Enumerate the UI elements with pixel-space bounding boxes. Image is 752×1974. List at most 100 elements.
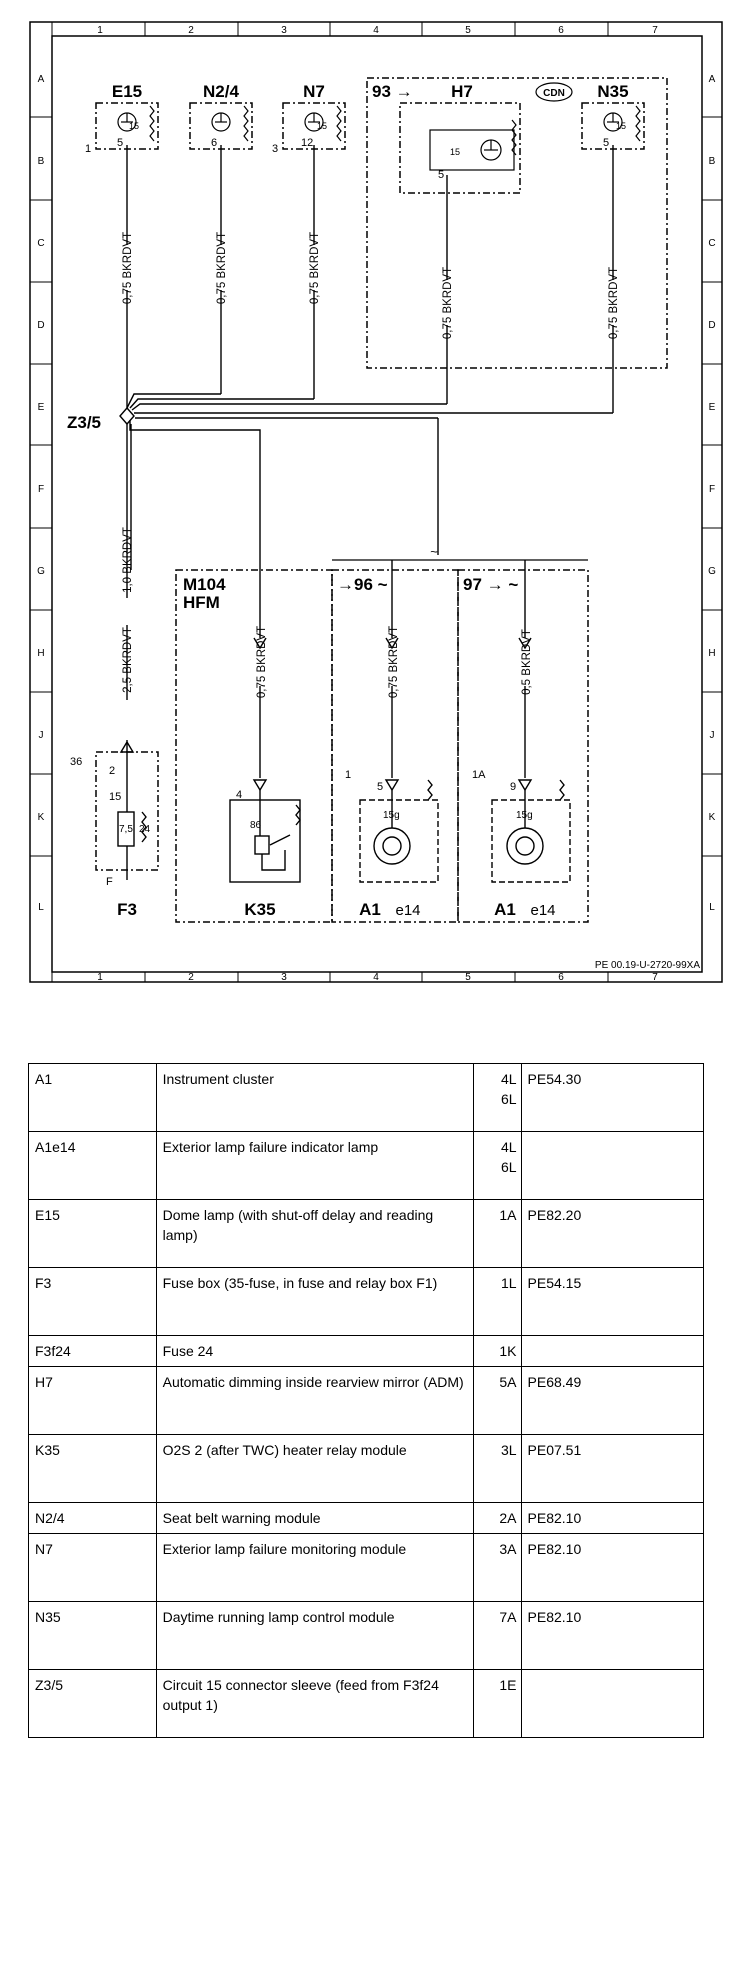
col-label: 4 <box>373 972 379 983</box>
legend-loc-cell: 1A <box>473 1199 522 1268</box>
group-97-ref: 97 → ~ <box>463 575 518 594</box>
wire-label: 0,75 BKRDVT <box>122 232 134 304</box>
col-label: 2 <box>188 25 194 36</box>
wire-label: 2,5 BKRDVT <box>122 627 134 693</box>
pin-label: 5 <box>377 781 383 793</box>
legend-ref-cell: PE54.30 <box>520 1063 705 1132</box>
m104-label: M104 <box>183 575 226 594</box>
pin-label: 15g <box>516 810 533 821</box>
pin-label: 36 <box>70 756 82 768</box>
column-labels-bottom: 1 2 3 4 5 6 7 <box>97 972 658 983</box>
doc-id: PE 00.19-U-2720-99XA <box>595 960 700 971</box>
pin-label: 15g <box>383 810 400 821</box>
e15-label: E15 <box>112 82 142 101</box>
row-label: D <box>37 320 44 331</box>
legend-desc-cell: Fuse box (35-fuse, in fuse and relay box… <box>155 1267 475 1336</box>
legend-code-cell: N35 <box>28 1601 157 1670</box>
can-badge-label: CDN <box>543 88 565 99</box>
wires-bottom <box>119 525 533 792</box>
legend-desc-cell: Exterior lamp failure monitoring module <box>155 1533 475 1602</box>
legend-desc-cell: Circuit 15 connector sleeve (feed from F… <box>155 1669 475 1738</box>
pin-label: 6 <box>211 137 217 149</box>
row-label: B <box>709 156 716 167</box>
row-label: G <box>708 566 716 577</box>
h7-ref: 93 → <box>372 82 413 101</box>
k35-label: K35 <box>244 900 275 919</box>
legend-desc-cell: Automatic dimming inside rearview mirror… <box>155 1366 475 1435</box>
pins-top: 5 15 1 6 12 15 3 15 5 5 15 <box>85 121 626 181</box>
pin-label: 1A <box>472 769 486 781</box>
row-label: J <box>39 730 44 741</box>
pin-label: 15 <box>109 791 121 803</box>
col-label: 6 <box>558 972 564 983</box>
row-label: H <box>708 648 715 659</box>
pin-label: 1 <box>85 143 91 155</box>
legend-code-cell: F3 <box>28 1267 157 1336</box>
legend-desc-cell: O2S 2 (after TWC) heater relay module <box>155 1434 475 1503</box>
row-label: C <box>708 238 715 249</box>
legend-code-cell: N2/4 <box>28 1502 157 1534</box>
wire-labels-top: 0,75 BKRDVT 0,75 BKRDVT 0,75 BKRDVT 0,75… <box>122 232 620 693</box>
legend-code-cell: A1e14 <box>28 1131 157 1200</box>
row-label: F <box>709 484 715 495</box>
pin-label: F <box>106 876 113 888</box>
row-label: C <box>37 238 44 249</box>
f3-internals <box>117 782 147 880</box>
legend-code-cell: N7 <box>28 1533 157 1602</box>
wire-label: 0,75 BKRDVT <box>388 626 400 698</box>
component-boxes-top <box>95 77 668 369</box>
row-label: G <box>37 566 45 577</box>
row-label: L <box>709 902 715 913</box>
legend-code-cell: A1 <box>28 1063 157 1132</box>
n24-box <box>189 102 253 150</box>
z35-label: Z3/5 <box>67 413 101 432</box>
wire-label: 1,0 BKRDVT <box>122 527 134 593</box>
can-badge <box>535 82 573 102</box>
pin-label: 5 <box>117 137 123 149</box>
legend-code-cell: F3f24 <box>28 1335 157 1367</box>
legend-code-cell: K35 <box>28 1434 157 1503</box>
row-labels-left: A B C D E F G H J K L <box>37 74 45 913</box>
col-label: 7 <box>652 25 658 36</box>
wire-label: 0,75 BKRDVT <box>216 232 228 304</box>
pin-label: 4 <box>236 789 242 801</box>
n7-box <box>282 102 346 150</box>
group-96-box <box>331 569 459 923</box>
k35-internals <box>229 790 301 883</box>
component-boxes-bottom <box>95 569 589 923</box>
row-label: E <box>38 402 45 413</box>
pin-label: 24 <box>139 824 151 835</box>
row-label: B <box>38 156 45 167</box>
n7-label: N7 <box>303 82 325 101</box>
h7-box <box>399 102 521 194</box>
wire-label: 0,75 BKRDVT <box>442 267 454 339</box>
m104-box <box>175 569 333 923</box>
diagram-frame <box>29 21 723 983</box>
row-label: L <box>38 902 44 913</box>
legend-ref-cell: PE82.10 <box>520 1502 705 1534</box>
col-label: 7 <box>652 972 658 983</box>
legend-loc-cell: 1L <box>473 1267 522 1336</box>
e15-box <box>95 102 159 150</box>
legend-ref-cell <box>520 1669 705 1738</box>
legend-desc-cell: Daytime running lamp control module <box>155 1601 475 1670</box>
wire-label: 0,5 BKRDVT <box>521 629 533 695</box>
pin-label: 3 <box>272 143 278 155</box>
legend-ref-cell <box>520 1335 705 1367</box>
group-tilde: ~ <box>430 544 438 559</box>
wire-label: 0,75 BKRDVT <box>608 267 620 339</box>
column-labels-top: 1 2 3 4 5 6 7 <box>97 25 658 36</box>
group-96-ref: →96 ~ <box>337 575 388 594</box>
f3-label: F3 <box>117 900 137 919</box>
can-bus-boundary <box>366 77 668 369</box>
pins-k35: 4 86 <box>236 789 262 831</box>
row-label: K <box>709 812 716 823</box>
row-label: F <box>38 484 44 495</box>
col-label: 3 <box>281 25 287 36</box>
row-labels-right: A B C D E F G H J K L <box>708 74 716 913</box>
